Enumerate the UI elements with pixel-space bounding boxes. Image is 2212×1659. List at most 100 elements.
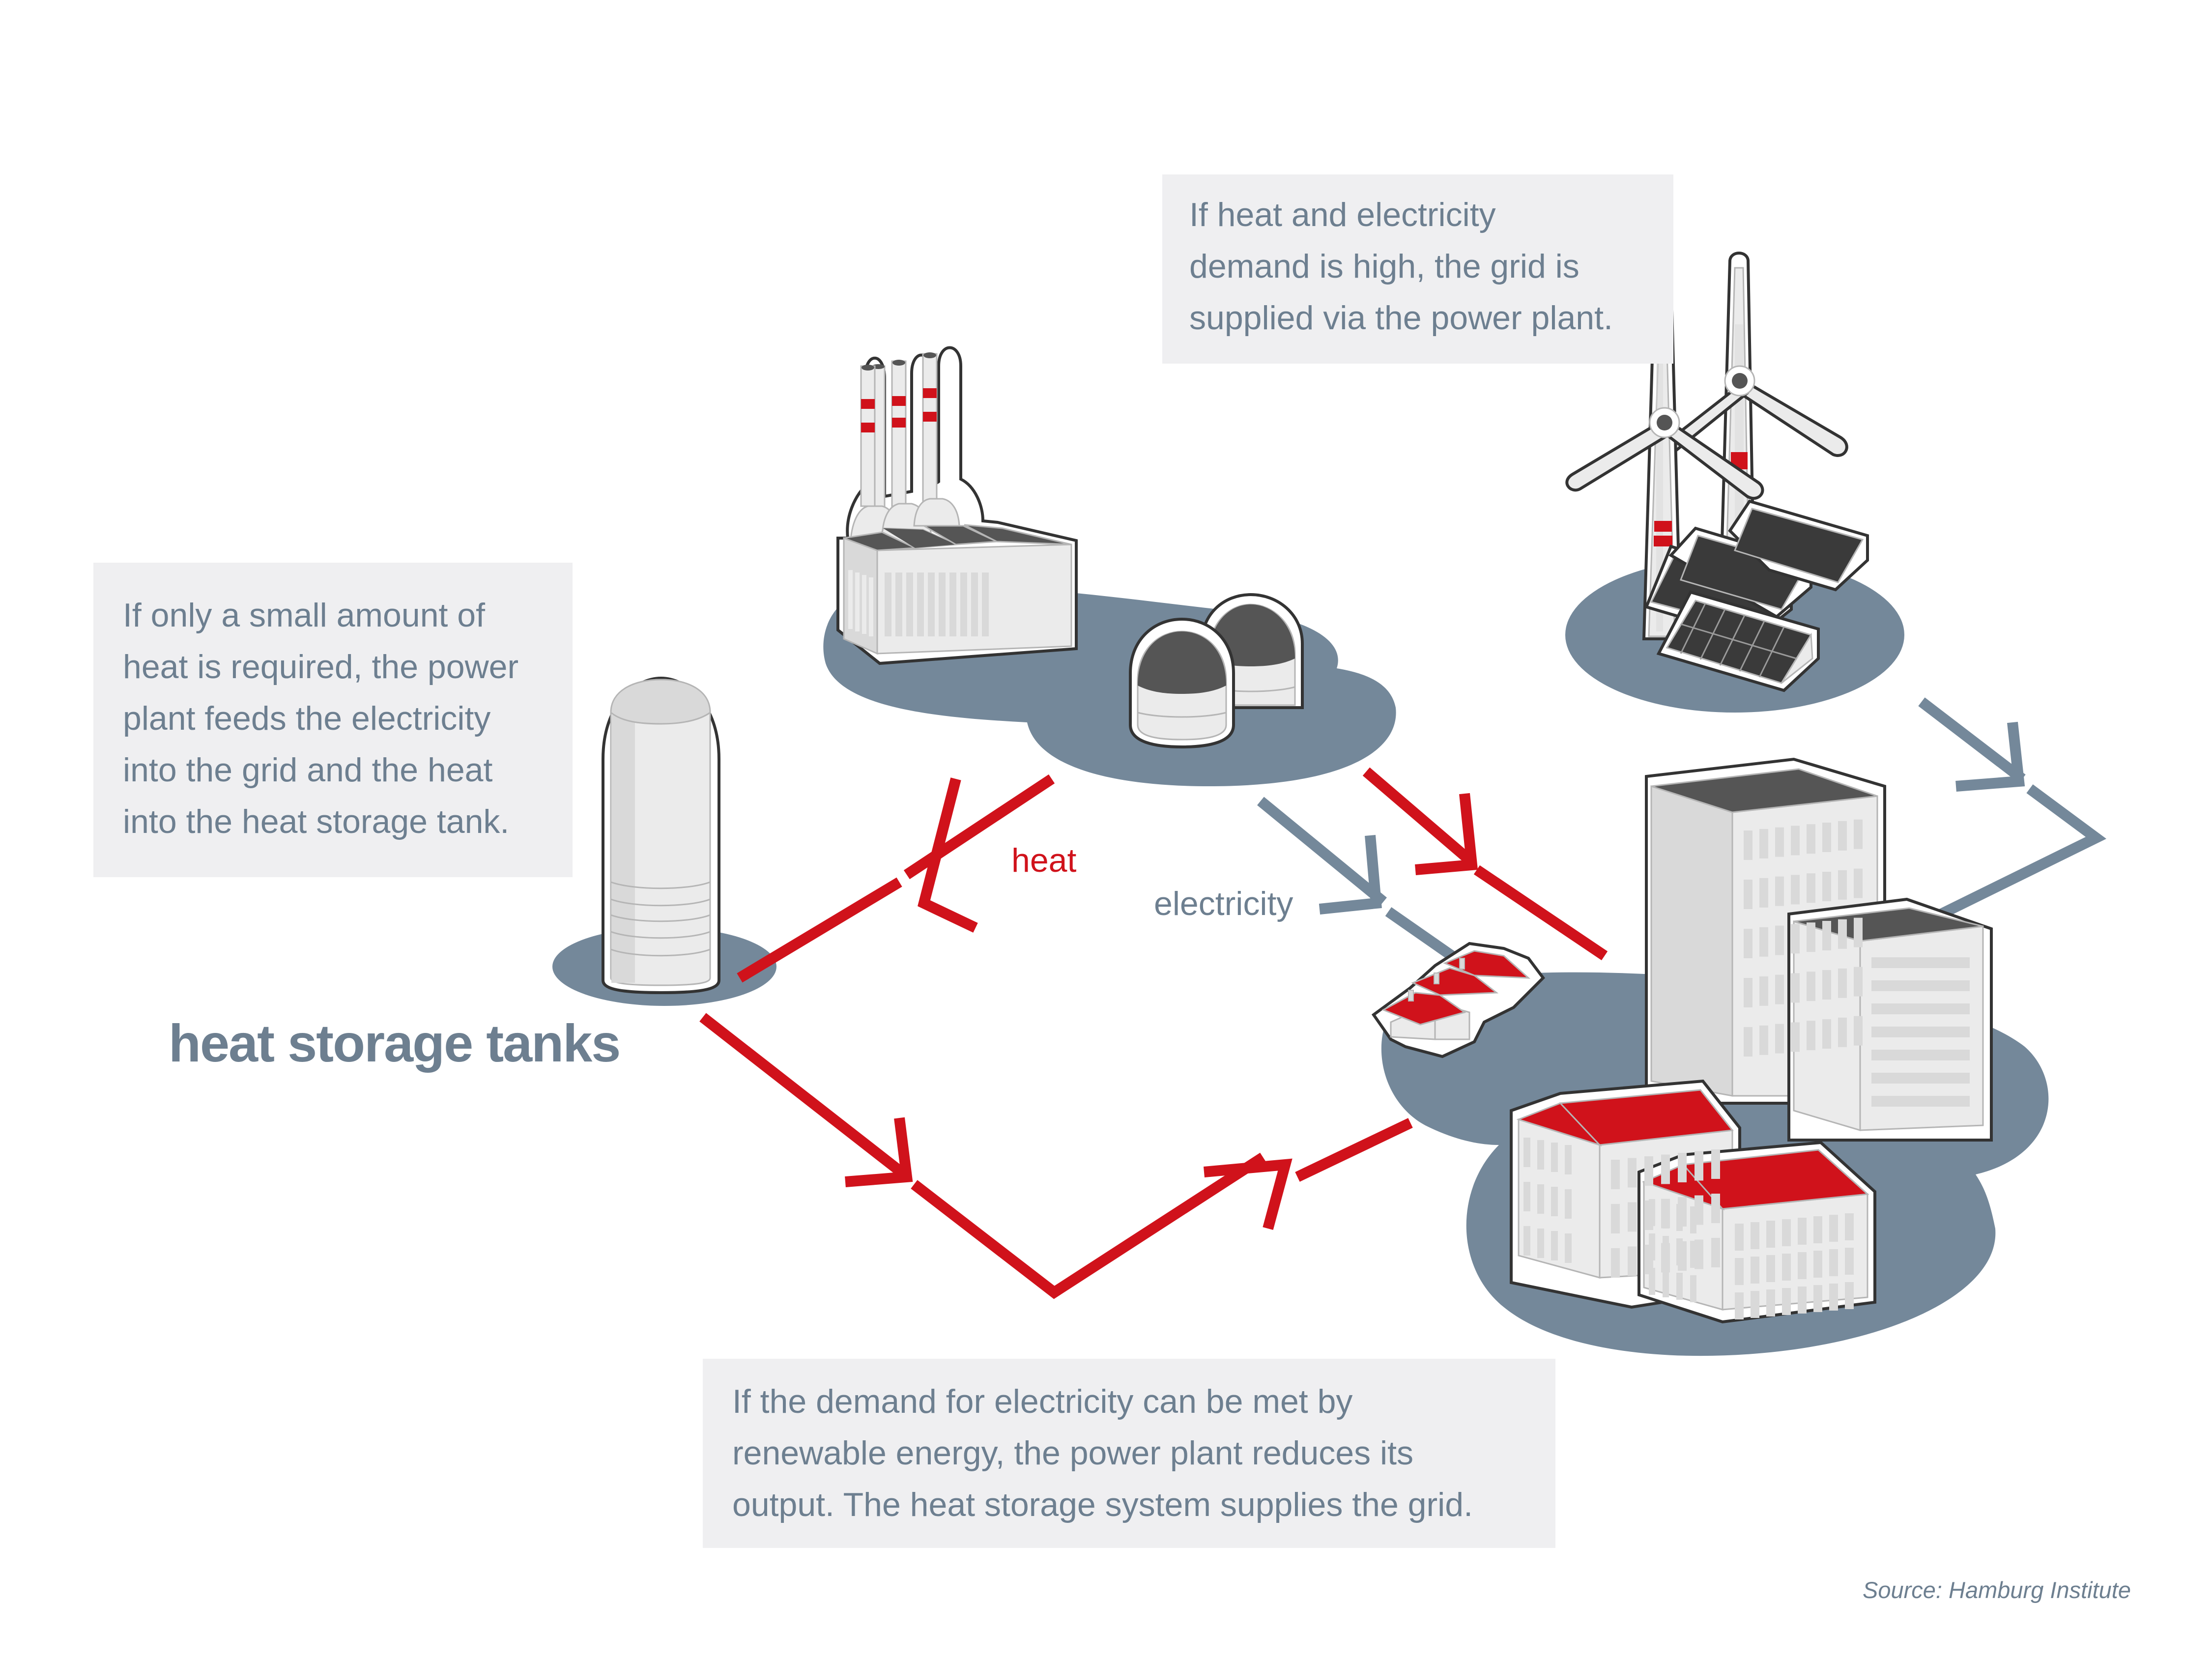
window	[1854, 967, 1863, 997]
heat-flow-label: heat	[1011, 842, 1077, 879]
window	[1775, 1024, 1784, 1054]
source-credit: Source: Hamburg Institute	[1863, 1577, 2131, 1603]
window	[1766, 1289, 1775, 1316]
info-box-low-heat: If only a small amount of heat is requir…	[93, 563, 573, 877]
window	[1838, 919, 1847, 949]
heat-arrow-storage-to-city	[699, 1013, 1413, 1299]
window	[1854, 1016, 1863, 1046]
info-box-renewable: If the demand for electricity can be met…	[703, 1359, 1555, 1548]
window	[1829, 1215, 1838, 1242]
electricity-arrow-renewables-to-city	[1918, 697, 2107, 919]
info-text-line: into the heat storage tank.	[123, 803, 510, 840]
houses	[1371, 942, 1545, 1058]
window	[1735, 1258, 1744, 1285]
window	[1813, 1251, 1822, 1278]
window	[1537, 1184, 1544, 1214]
window	[1775, 876, 1784, 906]
window	[1690, 1206, 1696, 1233]
office-tower	[1787, 897, 1993, 1142]
window	[1766, 1221, 1775, 1248]
window	[1854, 819, 1863, 849]
window	[1663, 1201, 1669, 1229]
info-text-line: If the demand for electricity can be met…	[732, 1383, 1353, 1420]
window	[1838, 821, 1847, 851]
window	[1807, 873, 1815, 903]
window	[1813, 1285, 1822, 1312]
window	[1751, 1291, 1759, 1318]
window	[1698, 912, 1705, 941]
storage-tank-icon	[602, 676, 720, 995]
window	[1838, 870, 1847, 900]
window	[1798, 1252, 1807, 1279]
window	[1628, 1158, 1637, 1188]
window	[1712, 963, 1719, 993]
window	[1854, 868, 1863, 898]
window	[1845, 1248, 1854, 1275]
solar-panel	[1728, 499, 1869, 592]
window	[1744, 978, 1752, 1007]
flow-arrows	[699, 697, 2107, 1299]
window	[1685, 860, 1692, 889]
window	[1523, 1182, 1530, 1211]
window	[1663, 1270, 1669, 1297]
window	[1711, 1194, 1720, 1223]
window	[1791, 826, 1800, 856]
info-text-line: If heat and electricity	[1189, 196, 1496, 233]
window	[1698, 862, 1705, 892]
window	[1657, 855, 1664, 885]
window	[1611, 1204, 1620, 1233]
window	[1649, 1233, 1655, 1260]
heat-arrow-plant-to-city	[1362, 767, 1608, 961]
window	[1690, 1275, 1696, 1302]
window	[1759, 927, 1768, 957]
window	[1791, 875, 1800, 905]
window	[1775, 974, 1784, 1004]
window	[1807, 972, 1815, 1001]
window	[1791, 1022, 1800, 1052]
window	[1822, 823, 1831, 852]
window	[1628, 1246, 1637, 1276]
window	[1657, 806, 1664, 835]
window	[1759, 1025, 1768, 1055]
window	[1782, 1288, 1791, 1315]
info-text-line: supplied via the power plant.	[1189, 299, 1613, 337]
window	[1657, 953, 1664, 983]
window	[1657, 904, 1664, 934]
window	[1628, 1202, 1637, 1232]
window	[1671, 1005, 1678, 1034]
window	[1782, 1254, 1791, 1281]
window	[1735, 1292, 1744, 1319]
info-text-line: into the grid and the heat	[123, 751, 493, 789]
window	[1537, 1229, 1544, 1258]
window	[1807, 922, 1815, 952]
window	[1845, 1282, 1854, 1309]
window	[1838, 968, 1847, 998]
window	[1711, 1238, 1720, 1267]
window	[1775, 827, 1784, 857]
window	[1685, 811, 1692, 840]
window	[1611, 1248, 1620, 1278]
window	[1676, 1273, 1683, 1300]
window	[1685, 958, 1692, 988]
window	[1649, 1268, 1655, 1295]
window	[1690, 1241, 1696, 1268]
window	[1712, 865, 1719, 894]
window	[1711, 1149, 1720, 1179]
window	[1712, 1012, 1719, 1042]
window	[1791, 973, 1800, 1003]
window	[1671, 808, 1678, 838]
window	[1829, 1249, 1838, 1276]
window	[1712, 816, 1719, 845]
window	[1829, 1284, 1838, 1311]
window	[1807, 824, 1815, 854]
heat-storage-label: heat storage tanks	[169, 1013, 621, 1073]
window	[1676, 1204, 1683, 1231]
window	[1698, 1010, 1705, 1039]
window	[1759, 878, 1768, 908]
window	[1822, 921, 1831, 950]
window	[1695, 1239, 1703, 1269]
window	[1759, 829, 1768, 858]
window	[1671, 907, 1678, 936]
window	[1698, 961, 1705, 990]
